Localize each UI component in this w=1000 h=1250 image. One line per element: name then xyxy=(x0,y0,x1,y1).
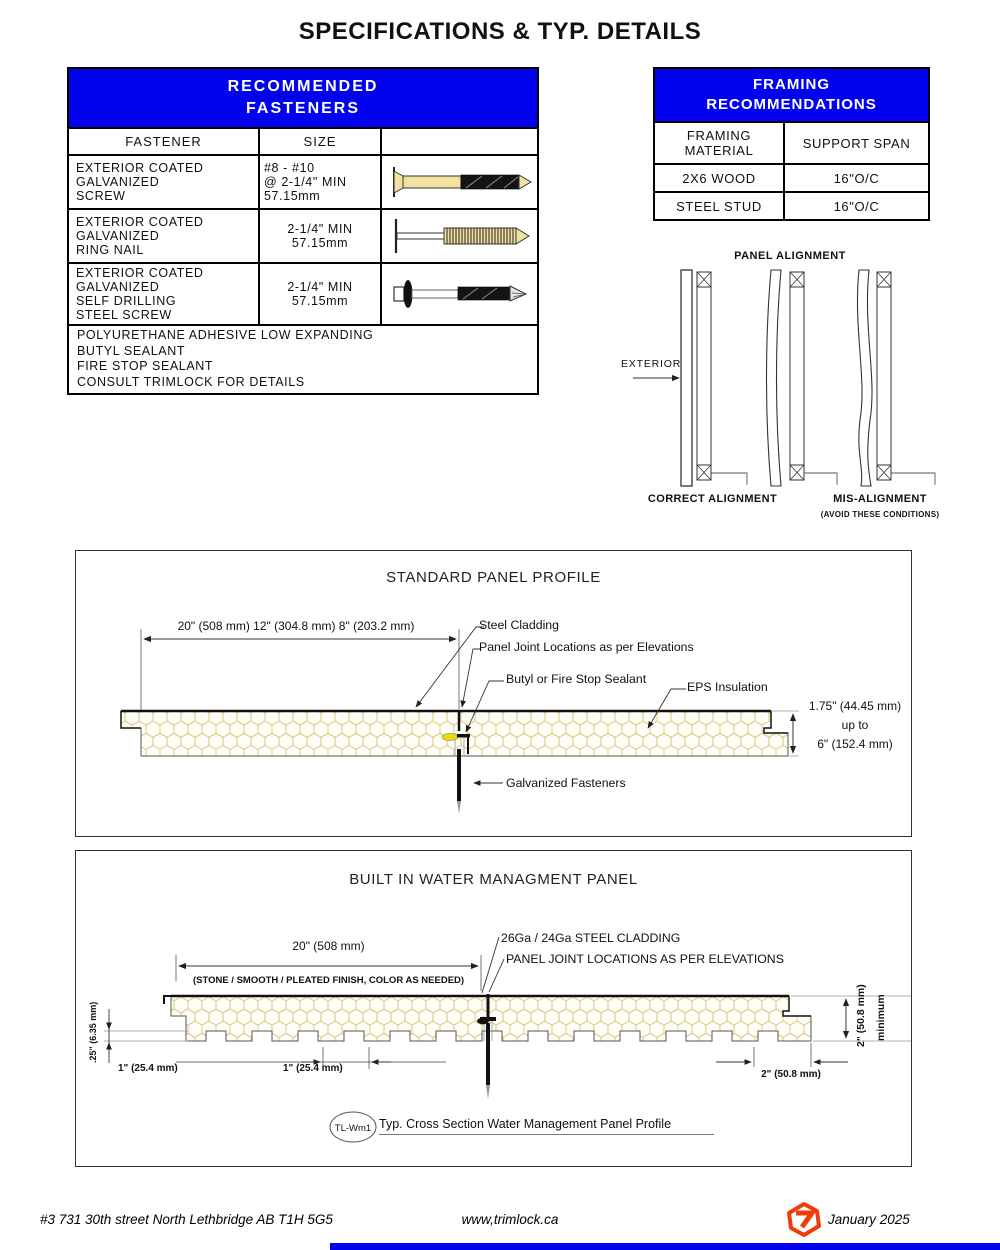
framing-recommendations-table: FRAMING RECOMMENDATIONS FRAMING MATERIAL… xyxy=(653,67,930,221)
detail-badge: TL-Wm1 xyxy=(335,1123,371,1134)
sealant-label: Butyl or Fire Stop Sealant xyxy=(506,672,647,686)
trimlock-logo-icon xyxy=(786,1202,822,1238)
water-panel-title: BUILT IN WATER MANAGMENT PANEL xyxy=(349,871,638,888)
groove-depth-dimension: .25" (6.35 mm) xyxy=(88,1001,98,1063)
standard-profile-title: STANDARD PANEL PROFILE xyxy=(386,569,601,586)
framing-material-value: STEEL STUD xyxy=(653,191,785,221)
framing-material-value: 2X6 WOOD xyxy=(653,163,785,193)
fasteners-table-title: RECOMMENDED FASTENERS xyxy=(66,67,540,129)
alignment-drawing xyxy=(633,269,936,487)
exterior-label: EXTERIOR xyxy=(621,358,682,370)
table-row: 2X6 WOOD 16"O/C xyxy=(653,163,930,193)
framing-material-header: FRAMING MATERIAL xyxy=(653,121,785,165)
correct-alignment-caption: CORRECT ALIGNMENT xyxy=(647,493,778,505)
fastener-name: EXTERIOR COATED GALVANIZED SCREW xyxy=(67,154,260,210)
thickness-minimum-label: minimum xyxy=(875,994,887,1041)
alignment-title: PANEL ALIGNMENT xyxy=(734,250,846,262)
detail-caption: Typ. Cross Section Water Management Pane… xyxy=(379,1117,714,1135)
panel-width-dimension: 20" (508 mm) 12" (304.8 mm) 8" (203.2 mm… xyxy=(177,619,415,633)
fastener-size: #8 - #10 @ 2-1/4" MIN 57.15mm xyxy=(258,154,382,210)
framing-table-title: FRAMING RECOMMENDATIONS xyxy=(653,67,930,123)
table-row: STEEL STUD 16"O/C xyxy=(653,191,930,221)
support-span-header: SUPPORT SPAN xyxy=(783,121,930,165)
page-title: SPECIFICATIONS & TYP. DETAILS xyxy=(298,18,702,45)
eps-insulation-label: EPS Insulation xyxy=(687,680,768,694)
flat-head-screw-icon xyxy=(379,154,540,210)
footer-date: January 2025 xyxy=(828,1212,910,1227)
panel-alignment-diagram: PANEL ALIGNMENT EXTERIOR xyxy=(615,248,960,528)
groove-dimension-left: 1" (25.4 mm) xyxy=(118,1063,178,1074)
footer-address: #3 731 30th street North Lethbridge AB T… xyxy=(40,1212,333,1227)
water-panel-drawing: TL-Wm1 xyxy=(104,936,911,1143)
support-span-value: 16"O/C xyxy=(783,191,930,221)
fastener-notes: POLYURETHANE ADHESIVE LOW EXPANDING BUTY… xyxy=(66,324,540,395)
steel-cladding-label: 26Ga / 24Ga STEEL CLADDING xyxy=(501,931,681,945)
finish-note: (STONE / SMOOTH / PLEATED FINISH, COLOR … xyxy=(192,975,465,986)
groove-dimension-mid: 1" (25.4 mm) xyxy=(283,1063,343,1074)
fastener-name: EXTERIOR COATED GALVANIZED RING NAIL xyxy=(67,208,260,264)
panel-joint-label: PANEL JOINT LOCATIONS AS PER ELEVATIONS xyxy=(506,952,784,966)
edge-dimension: 2" (50.8 mm) xyxy=(761,1069,821,1080)
steel-cladding-label: Steel Cladding xyxy=(479,618,559,632)
avoid-conditions-caption: (AVOID THESE CONDITIONS) xyxy=(820,510,940,519)
water-panel-width-dimension: 20" (508 mm) xyxy=(292,939,365,953)
self-drilling-screw-icon xyxy=(379,262,540,326)
size-column-header: SIZE xyxy=(258,127,382,156)
panel-joint-label: Panel Joint Locations as per Elevations xyxy=(479,640,694,654)
fastener-name: EXTERIOR COATED GALVANIZED SELF DRILLING… xyxy=(67,262,260,326)
table-row: EXTERIOR COATED GALVANIZED SCREW #8 - #1… xyxy=(67,154,540,210)
bottom-accent-bar xyxy=(330,1243,1000,1250)
recommended-fasteners-table: RECOMMENDED FASTENERS FASTENER SIZE EXTE… xyxy=(66,67,540,395)
table-row: EXTERIOR COATED GALVANIZED SELF DRILLING… xyxy=(67,262,540,326)
fastener-size: 2-1/4" MIN 57.15mm xyxy=(258,262,382,326)
standard-panel-profile-box: STANDARD PANEL PROFILE xyxy=(75,550,912,837)
table-row: EXTERIOR COATED GALVANIZED RING NAIL 2-1… xyxy=(67,208,540,264)
mis-alignment-caption: MIS-ALIGNMENT xyxy=(833,493,927,505)
standard-profile-drawing xyxy=(120,626,799,814)
support-span-value: 16"O/C xyxy=(783,163,930,193)
panel-thickness-dimension: 1.75" (44.45 mm) up to 6" (152.4 mm) xyxy=(808,699,902,752)
water-management-panel-box: BUILT IN WATER MANAGMENT PANEL xyxy=(75,850,912,1167)
fastener-size: 2-1/4" MIN 57.15mm xyxy=(258,208,382,264)
thickness-dimension: 2" (50.8 mm) xyxy=(855,984,867,1047)
footer-website: www,trimlock.ca xyxy=(461,1212,559,1227)
fastener-column-header: FASTENER xyxy=(67,127,260,156)
galvanized-fasteners-label: Galvanized Fasteners xyxy=(506,776,626,790)
image-column-header xyxy=(379,127,540,156)
ring-nail-icon xyxy=(379,208,540,264)
